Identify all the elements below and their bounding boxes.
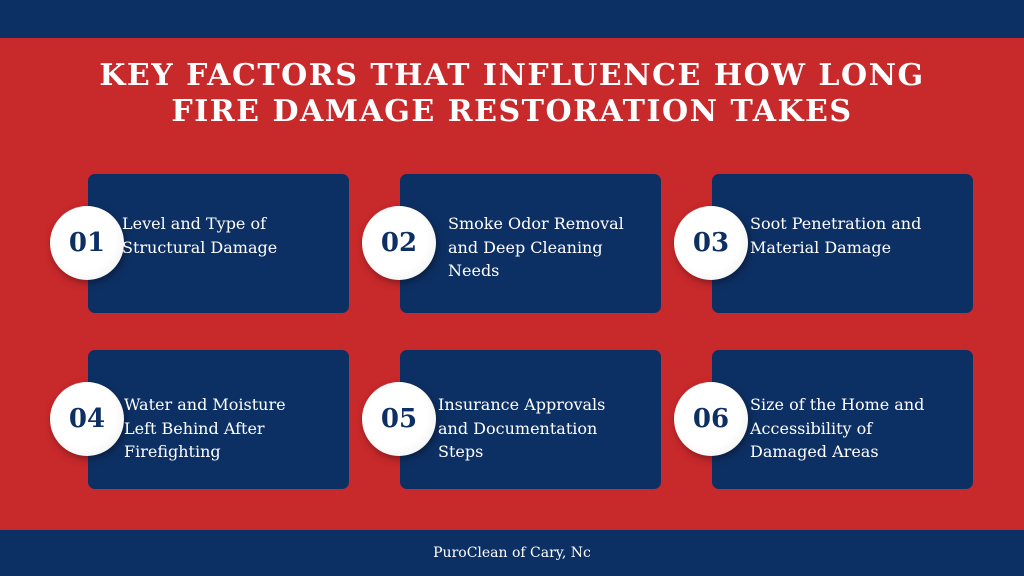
factor-text-5: Insurance Approvals and Documentation St…	[438, 395, 606, 461]
factor-text-1: Level and Type of Structural Damage	[122, 214, 278, 257]
factor-number-6: 06	[674, 382, 748, 456]
factor-number-5: 05	[362, 382, 436, 456]
title-line-2: FIRE DAMAGE RESTORATION TAKES	[171, 94, 853, 129]
factor-text-6: Size of the Home and Accessibility of Da…	[750, 395, 925, 461]
factor-text-2: Smoke Odor Removal and Deep Cleaning Nee…	[448, 214, 624, 280]
factor-number-3: 03	[674, 206, 748, 280]
factor-card-2	[400, 174, 661, 313]
factor-card-3	[712, 174, 973, 313]
factor-number-2: 02	[362, 206, 436, 280]
top-bar	[0, 0, 1024, 38]
page-title: KEY FACTORS THAT INFLUENCE HOW LONG FIRE…	[0, 58, 1024, 130]
factor-number-1: 01	[50, 206, 124, 280]
factor-card-4	[88, 350, 349, 489]
title-line-1: KEY FACTORS THAT INFLUENCE HOW LONG	[99, 58, 925, 93]
footer-text: PuroClean of Cary, Nc	[433, 545, 591, 561]
factor-text-4: Water and Moisture Left Behind After Fir…	[124, 395, 286, 461]
factor-card-6	[712, 350, 973, 489]
factor-card-1	[88, 174, 349, 313]
factor-text-3: Soot Penetration and Material Damage	[750, 214, 922, 257]
factor-card-5	[400, 350, 661, 489]
footer-bar: PuroClean of Cary, Nc	[0, 530, 1024, 576]
factor-number-4: 04	[50, 382, 124, 456]
